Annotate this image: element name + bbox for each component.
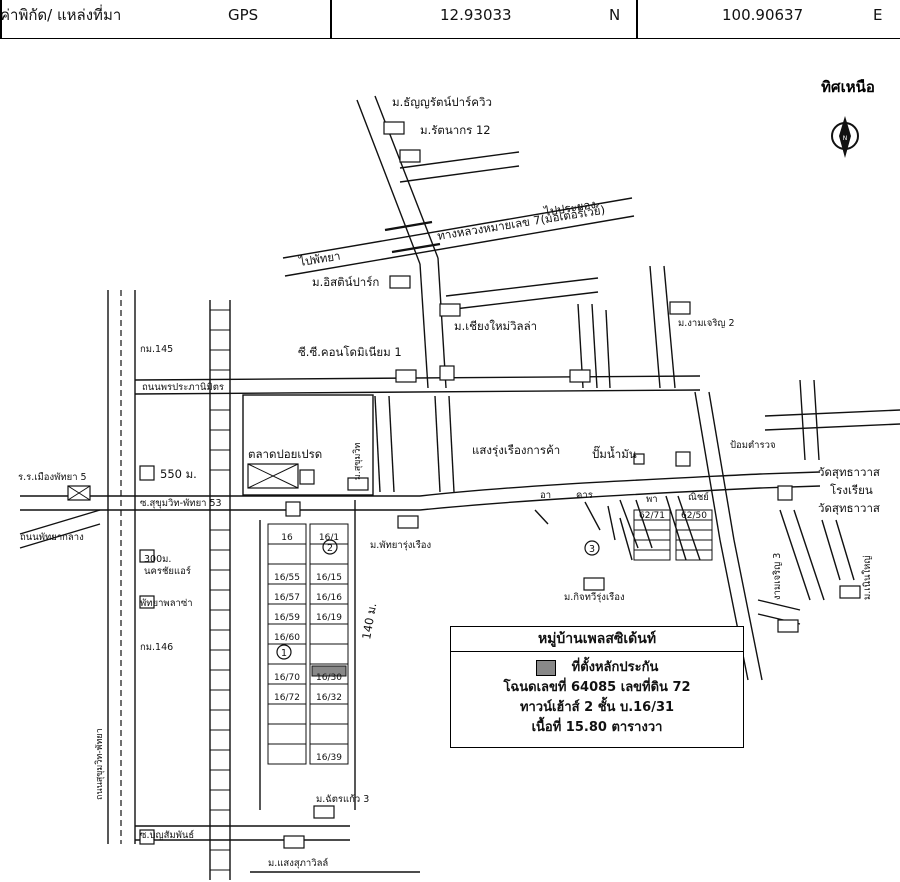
label-village: ม.พัทยารุ่งเรือง [370, 540, 431, 551]
label-school: โรงเรียน [830, 483, 873, 497]
longitude-direction: E [873, 6, 883, 24]
label-km: กม.146 [140, 642, 173, 653]
label-temple: วัดสุทธาวาส [818, 501, 880, 515]
label-distance: 300ม. [144, 554, 171, 565]
lot-number: 16/59 [274, 613, 300, 623]
compass-icon [831, 116, 859, 158]
label-temple: วัดสุทธาวาส [818, 465, 880, 479]
label-road: ถนนพัทยากลาง [20, 532, 84, 543]
location-map: N ทิศเหนือ 1 2 3 ม.ธัญญรัตน์ปาร์ควิว ม.ร… [18, 78, 900, 880]
legend-marker-label: ที่ตั้งหลักประกัน [571, 660, 659, 675]
legend-title: หมู่บ้านเพลสซิเด้นท์ [451, 627, 743, 652]
label-shop: พา [646, 494, 658, 505]
latitude-value: 12.93033 [440, 6, 512, 24]
school-icon [67, 485, 91, 501]
label-village: ม.กิจทวีรุ่งเรือง [564, 591, 625, 603]
lot-number: 16/57 [274, 593, 300, 603]
label-road: งามเจริญ 3 [772, 553, 783, 600]
label-village: ม.เนินใหญ่ [861, 555, 873, 600]
village-icons [139, 121, 861, 849]
label-police: ป้อมตำรวจ [730, 440, 776, 451]
lot-number: 16/60 [274, 633, 300, 643]
lot-number: 16/16 [316, 593, 342, 603]
label-village: ม.รัตนากร 12 [420, 123, 491, 137]
label-shop: พัทยาพลาซ่า [140, 598, 193, 609]
reference-circles [276, 539, 600, 660]
lot-number: 16/72 [274, 693, 300, 703]
lot-number: 16/55 [274, 573, 300, 583]
motorway-bridge [384, 220, 441, 254]
collateral-marker [311, 665, 347, 677]
label-shop: ณิชย์ [688, 491, 709, 503]
latitude-direction: N [609, 6, 621, 24]
lot-number: 16/15 [316, 573, 342, 583]
legend-house: ทาวน์เฮ้าส์ 2 ชั้น บ.16/31 [519, 700, 675, 715]
label-village: ม.ธัญญรัตน์ปาร์ควิว [392, 95, 492, 109]
label-village: ม.เชียงใหม่วิลล่า [454, 319, 537, 333]
label-village: ม.แสงสุภาวิลล์ [268, 857, 328, 869]
coord-label: ค่าพิกัด/ แหล่งที่มา [0, 6, 122, 24]
label-village: ม.สุขุมวิท [352, 443, 363, 480]
legend-box: หมู่บ้านเพลสซิเด้นท์ ที่ตั้งหลักประกัน โ… [450, 626, 744, 748]
lot-number: 62/71 [639, 511, 665, 521]
lot-number: 16 [281, 533, 293, 543]
divider [0, 0, 2, 38]
label-road: ถนนพรประภานิมิตร [142, 382, 224, 393]
divider [330, 0, 332, 38]
legend-marker-row: ที่ตั้งหลักประกัน [451, 658, 743, 678]
circle-3: 3 [589, 544, 595, 555]
lot-number: 16/19 [316, 613, 342, 623]
label-distance: 550 ม. [160, 467, 197, 481]
collateral-swatch [535, 659, 556, 676]
label-village: ม.อิสติน์ปาร์ก [312, 275, 379, 289]
circle-2: 2 [327, 543, 333, 554]
label-shop: แสงรุ่งเรืองการค้า [472, 443, 560, 457]
label-market: ตลาดปอยเปรด [248, 447, 322, 461]
label-direction: ไปพัทยา [297, 249, 341, 269]
lot-number: 62/50 [681, 511, 707, 521]
label-shop: คาร [576, 490, 593, 501]
compass-letter: N [843, 135, 848, 142]
market-building [242, 394, 374, 496]
lot-number: 16/70 [274, 673, 300, 683]
label-highway: ถนนสุขุมวิท-พัทยา [94, 728, 105, 800]
legend-deed: โฉนดเลขที่ 64085 เลขที่ดิน 72 [503, 680, 691, 695]
coord-source: GPS [228, 6, 259, 24]
label-shop: อา [540, 490, 551, 501]
north-label: ทิศเหนือ [821, 78, 875, 96]
label-road: ซ.สุขุมวิท-พัทยา 53 [140, 498, 222, 509]
lot-number: 16/1 [319, 533, 339, 543]
circle-1: 1 [281, 648, 287, 659]
label-village: ม.งามเจริญ 2 [678, 318, 735, 329]
divider [636, 0, 638, 38]
lot-number: 16/39 [316, 753, 342, 763]
label-shop: นครชัยแอร์ [144, 565, 191, 577]
coordinate-header: ค่าพิกัด/ แหล่งที่มา GPS 12.93033 N 100.… [0, 0, 900, 39]
townhouse-lots [267, 509, 713, 765]
label-road: ซ.บุญสัมพันธ์ [140, 829, 194, 841]
label-gas-station: ปั๊มน้ำมัน [592, 445, 637, 461]
lot-number: 16/30 [316, 673, 342, 683]
label-km: กม.145 [140, 344, 173, 355]
label-school: ร.ร.เมืองพัทยา 5 [18, 472, 87, 483]
label-condo: ซี.ซี.คอนโดมิเนียม 1 [298, 345, 402, 359]
label-village: ม.ฉัตรแก้ว 3 [316, 794, 369, 805]
legend-area: เนื้อที่ 15.80 ตารางวา [531, 720, 663, 735]
lot-number: 16/32 [316, 693, 342, 703]
longitude-value: 100.90637 [722, 6, 804, 24]
label-distance: 140 ม. [359, 602, 379, 641]
railway-ties [210, 309, 230, 871]
roads [19, 95, 900, 880]
